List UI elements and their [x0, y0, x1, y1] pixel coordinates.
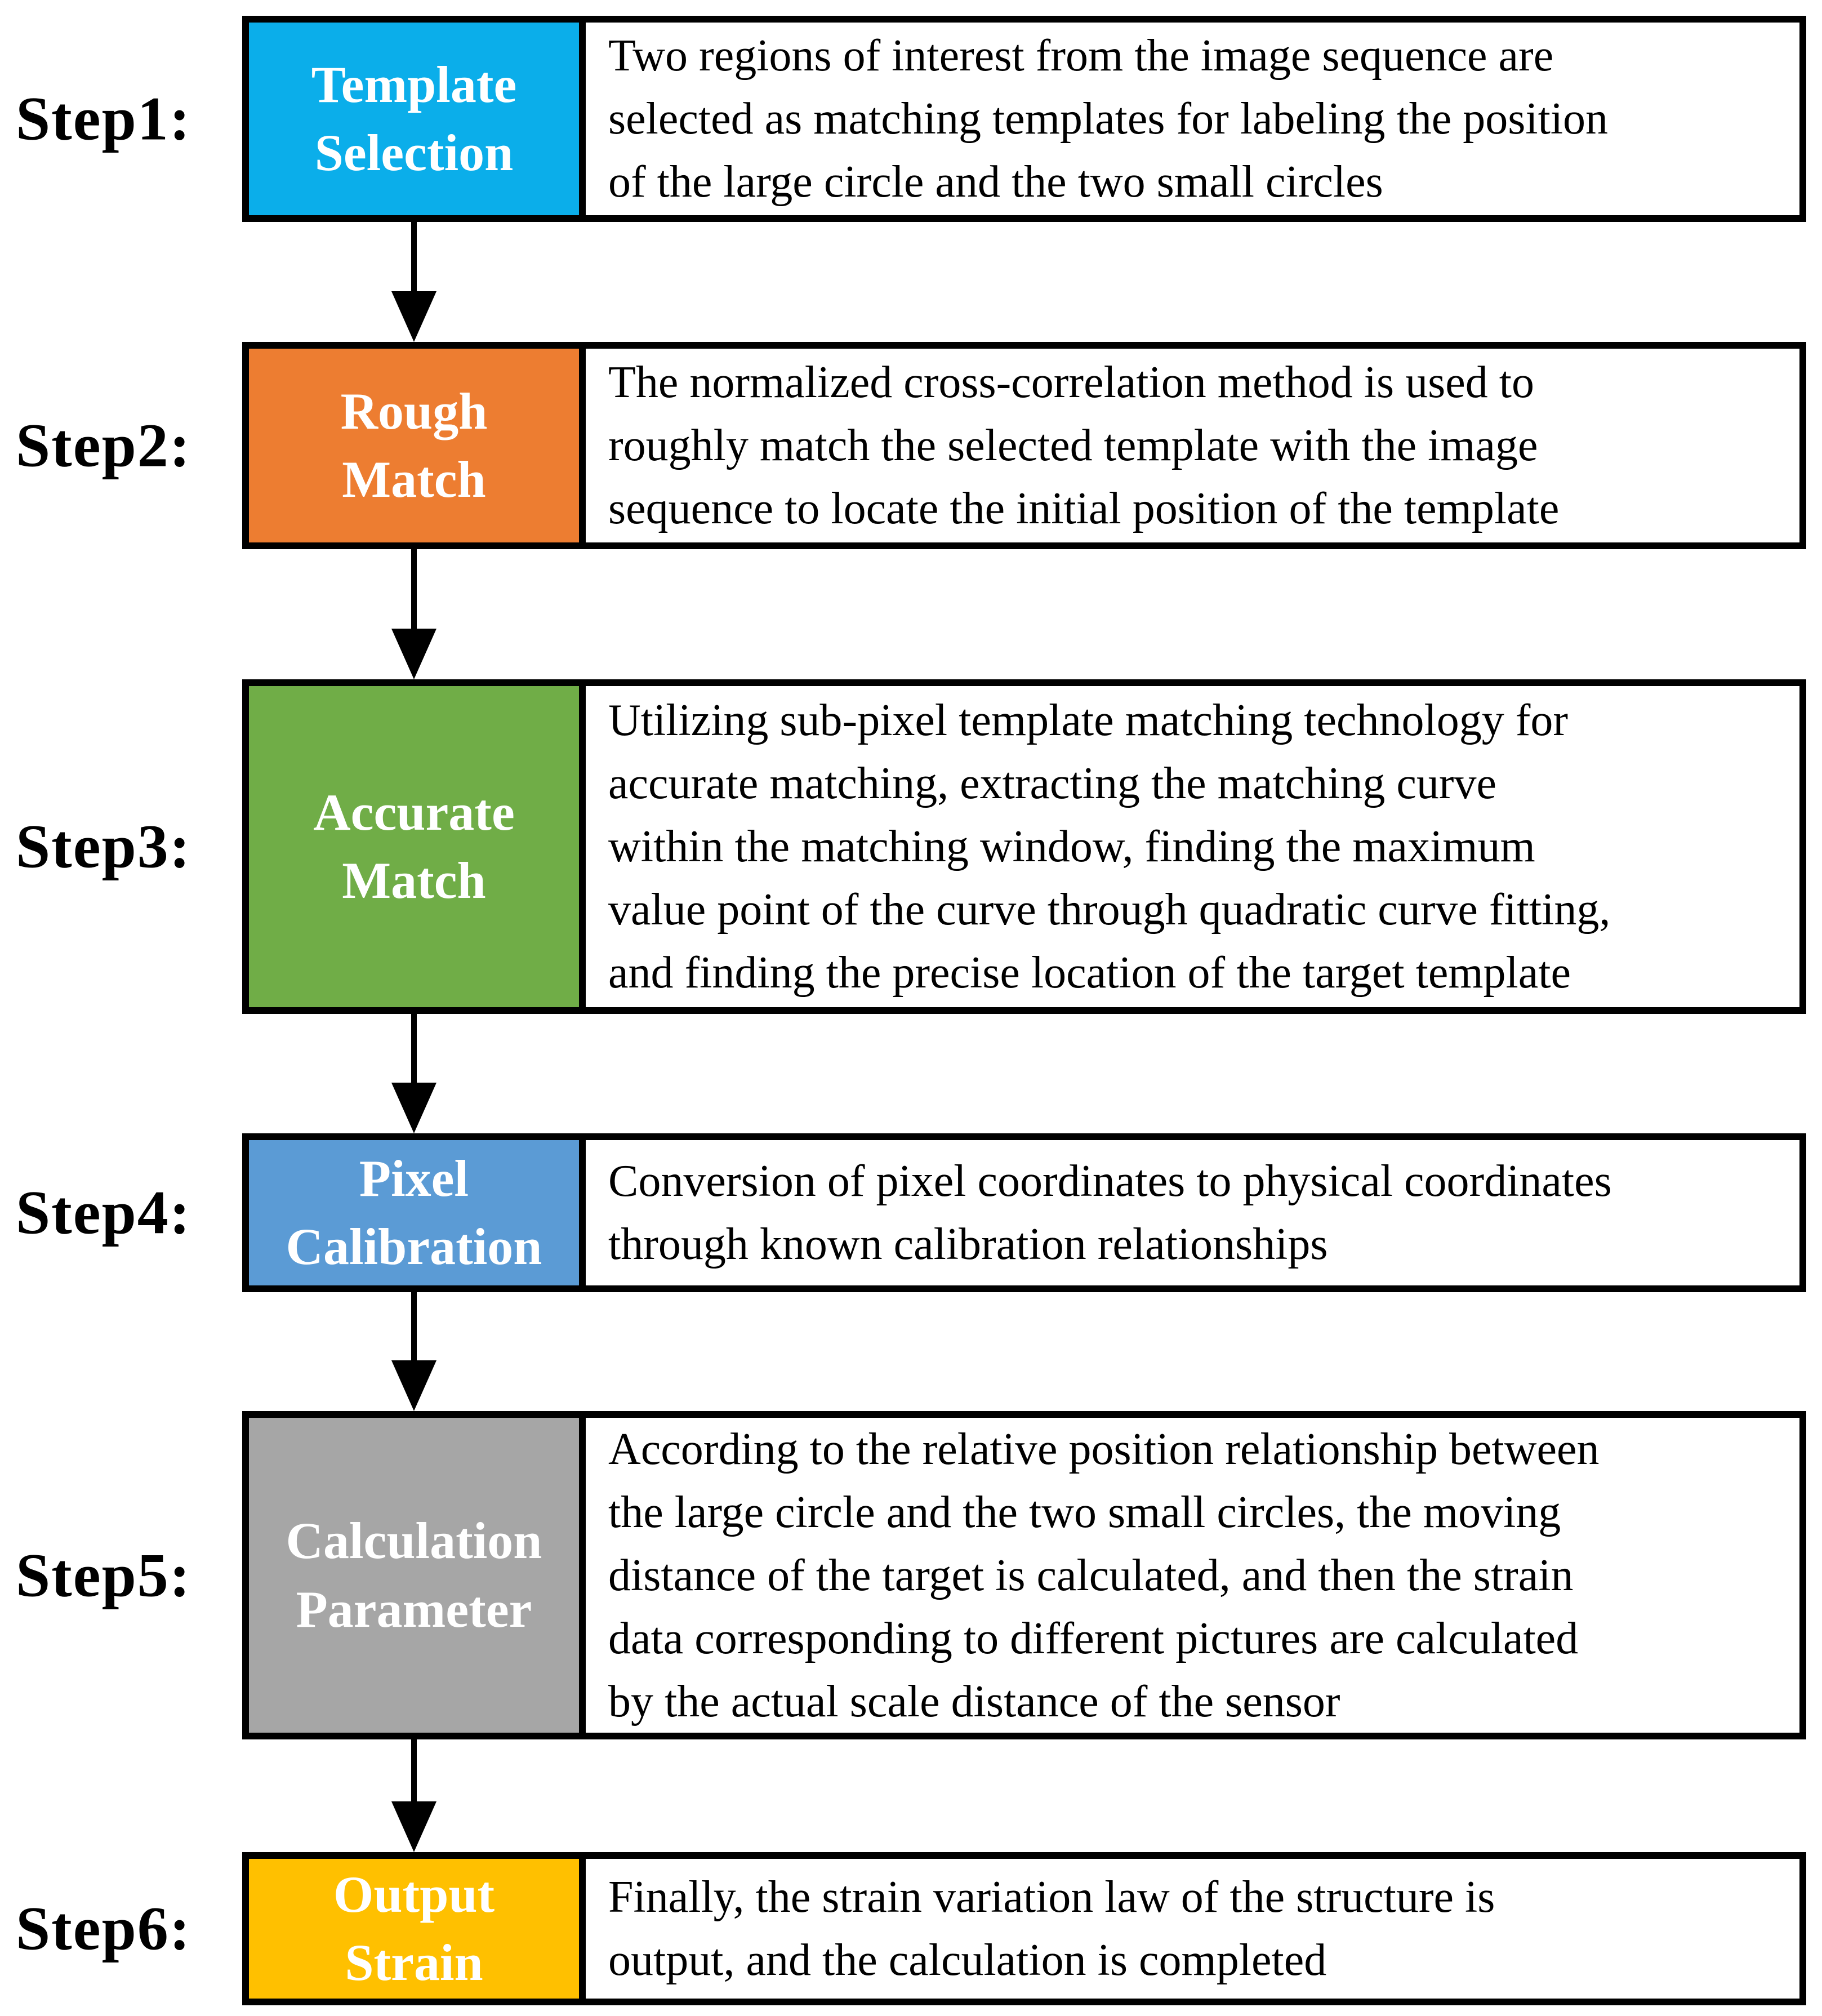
step-6-description-box: Finally, the strain variation law of the… — [586, 1859, 1799, 1999]
step-6-boxes: Output Strain Finally, the strain variat… — [242, 1852, 1806, 2005]
step-5-title: Calculation Parameter — [286, 1512, 542, 1638]
step-6-description: Finally, the strain variation law of the… — [608, 1872, 1495, 1985]
flow-arrow-2-line — [411, 549, 417, 629]
flow-arrow-5-line — [411, 1739, 417, 1801]
step-6-title: Output Strain — [333, 1865, 495, 1991]
flow-arrow-5-head — [391, 1801, 436, 1852]
step-4-title: Pixel Calibration — [286, 1149, 542, 1275]
step-1-description-box: Two regions of interest from the image s… — [586, 23, 1799, 215]
step-1-description: Two regions of interest from the image s… — [608, 31, 1609, 207]
step-3-title: Accurate Match — [313, 783, 515, 909]
step-4-boxes: Pixel Calibration Conversion of pixel co… — [242, 1133, 1806, 1292]
step-3-title-box: Accurate Match — [249, 686, 586, 1007]
step-5-description-box: According to the relative position relat… — [586, 1418, 1799, 1733]
flow-arrow-5 — [391, 1739, 436, 1852]
step-5-label: Step5: — [16, 1541, 191, 1609]
step-row-2: Step2: Rough Match The normalized cross-… — [0, 342, 1822, 549]
flow-arrow-1-line — [411, 222, 417, 291]
step-2-boxes: Rough Match The normalized cross-correla… — [242, 342, 1806, 549]
step-2-description: The normalized cross-correlation method … — [608, 358, 1560, 533]
step-5-boxes: Calculation Parameter According to the r… — [242, 1411, 1806, 1739]
step-4-label: Step4: — [16, 1178, 191, 1247]
step-row-6: Step6: Output Strain Finally, the strain… — [0, 1852, 1822, 2005]
flow-arrow-2 — [391, 549, 436, 679]
step-row-3: Step3: Accurate Match Utilizing sub-pixe… — [0, 679, 1822, 1014]
step-row-4: Step4: Pixel Calibration Conversion of p… — [0, 1133, 1822, 1292]
step-3-description: Utilizing sub-pixel template matching te… — [608, 696, 1611, 998]
step-2-description-box: The normalized cross-correlation method … — [586, 349, 1799, 542]
flow-arrow-3 — [391, 1014, 436, 1133]
step-3-description-box: Utilizing sub-pixel template matching te… — [586, 686, 1799, 1007]
flow-arrow-1 — [391, 222, 436, 342]
step-2-label: Step2: — [16, 411, 191, 480]
flow-arrow-3-head — [391, 1083, 436, 1133]
flow-arrow-3-line — [411, 1014, 417, 1083]
step-5-description: According to the relative position relat… — [608, 1424, 1600, 1726]
step-1-title-box: Template Selection — [249, 23, 586, 215]
step-6-label: Step6: — [16, 1894, 191, 1963]
step-4-title-box: Pixel Calibration — [249, 1140, 586, 1285]
step-5-title-box: Calculation Parameter — [249, 1418, 586, 1733]
step-6-title-box: Output Strain — [249, 1859, 586, 1999]
flow-arrow-4-head — [391, 1360, 436, 1411]
step-2-title-box: Rough Match — [249, 349, 586, 542]
step-row-5: Step5: Calculation Parameter According t… — [0, 1411, 1822, 1739]
step-4-description-box: Conversion of pixel coordinates to physi… — [586, 1140, 1799, 1285]
step-3-label: Step3: — [16, 812, 191, 881]
step-row-1: Step1: Template Selection Two regions of… — [0, 16, 1822, 222]
flow-arrow-4-line — [411, 1292, 417, 1360]
flow-arrow-2-head — [391, 629, 436, 679]
step-1-boxes: Template Selection Two regions of intere… — [242, 16, 1806, 222]
step-2-title: Rough Match — [340, 382, 488, 508]
flow-arrow-1-head — [391, 291, 436, 342]
step-3-boxes: Accurate Match Utilizing sub-pixel templ… — [242, 679, 1806, 1014]
step-1-label: Step1: — [16, 84, 191, 153]
flow-arrow-4 — [391, 1292, 436, 1411]
step-1-title: Template Selection — [311, 55, 517, 181]
step-4-description: Conversion of pixel coordinates to physi… — [608, 1156, 1612, 1269]
